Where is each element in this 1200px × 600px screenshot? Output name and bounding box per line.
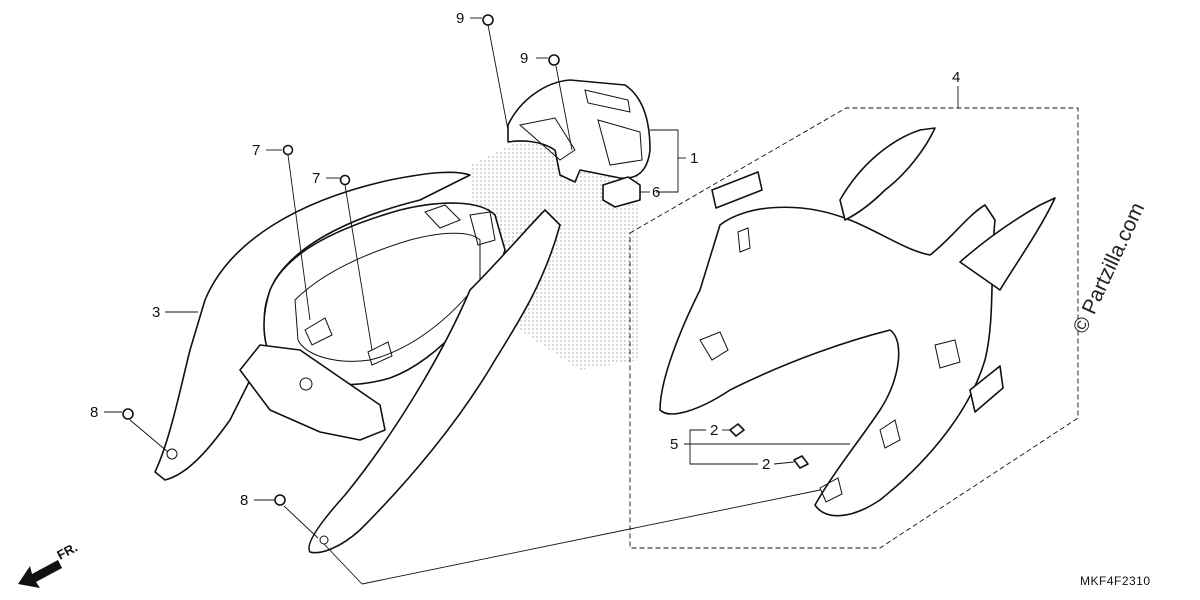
screw-part-2-lower[interactable] (793, 455, 809, 469)
leader-lines (104, 17, 959, 585)
watermark-text: © Partzilla.com (1069, 199, 1150, 337)
seat-cowl-part-3[interactable] (154, 171, 561, 554)
callout-1: 1 (690, 150, 698, 167)
stripe-set-frame-part-4 (629, 107, 1079, 549)
callout-5: 5 (670, 436, 678, 453)
callout-4: 4 (952, 69, 960, 86)
callout-3: 3 (152, 304, 160, 321)
bolt-part-7-left[interactable] (282, 144, 294, 156)
callout-2-upper: 2 (710, 422, 718, 439)
front-arrow-icon (18, 560, 62, 588)
callout-8-left: 8 (90, 404, 98, 421)
nut-part-8-left[interactable] (122, 408, 134, 420)
front-direction-indicator: FR. (18, 540, 80, 588)
bolt-part-9-right[interactable] (548, 54, 560, 66)
bolt-part-7-right[interactable] (339, 174, 351, 186)
callout-2-lower: 2 (762, 456, 770, 473)
callout-7-right: 7 (312, 170, 320, 187)
bolt-part-9-left[interactable] (482, 14, 494, 26)
stripe-set-part-4[interactable] (659, 127, 1056, 517)
callout-labels: 9 9 7 7 3 8 8 1 6 4 5 2 2 (90, 10, 960, 509)
callout-7-left: 7 (252, 142, 260, 159)
diagram-code: MKF4F2310 (1080, 574, 1151, 588)
callout-9-left: 9 (456, 10, 464, 27)
callout-6: 6 (652, 184, 660, 201)
pad-part-6[interactable] (602, 176, 641, 208)
tail-cover-part-1[interactable] (507, 79, 651, 183)
callout-9-right: 9 (520, 50, 528, 67)
screw-part-2-upper[interactable] (729, 423, 745, 437)
callout-8-right: 8 (240, 492, 248, 509)
front-label: FR. (54, 540, 80, 563)
nut-part-8-right[interactable] (274, 494, 286, 506)
